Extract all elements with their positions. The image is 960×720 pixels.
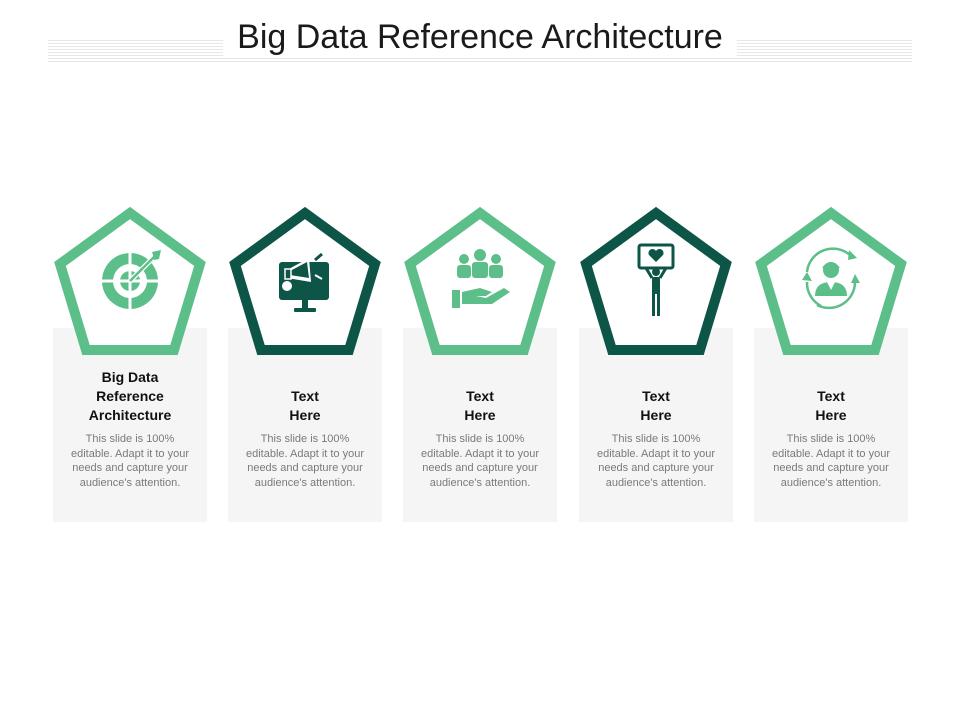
user-cycle-icon	[802, 247, 860, 310]
card-heading: Text Here	[464, 388, 496, 423]
card-body: This slide is 100% editable. Adapt it to…	[245, 433, 365, 489]
card-heading: Text Here	[289, 388, 321, 423]
pentagon-shape	[755, 206, 907, 355]
pentagon-shape	[404, 206, 556, 355]
slide-title: Big Data Reference Architecture	[0, 18, 960, 57]
card-5: Text Here This slide is 100% editable. A…	[754, 328, 908, 522]
card-heading: Text Here	[815, 388, 847, 423]
card-heading: Big Data Reference Architecture	[88, 369, 172, 423]
pentagon-4	[580, 206, 732, 355]
card-3: Text Here This slide is 100% editable. A…	[403, 328, 557, 522]
card-1: Big Data Reference Architecture This sli…	[53, 328, 207, 522]
pentagon-5	[755, 206, 907, 355]
card-4: Text Here This slide is 100% editable. A…	[579, 328, 733, 522]
card-2: Text Here This slide is 100% editable. A…	[228, 328, 382, 522]
person-heart-sign-icon	[637, 243, 675, 316]
card-body: This slide is 100% editable. Adapt it to…	[420, 433, 540, 489]
target-icon	[100, 250, 161, 311]
card-body: This slide is 100% editable. Adapt it to…	[70, 433, 190, 489]
card-body: This slide is 100% editable. Adapt it to…	[771, 433, 891, 489]
pentagon-1	[54, 206, 206, 355]
card-heading: Text Here	[640, 388, 672, 423]
card-body: This slide is 100% editable. Adapt it to…	[596, 433, 716, 489]
team-hand-icon	[452, 249, 510, 308]
pentagon-3	[404, 206, 556, 355]
megaphone-monitor-icon	[279, 252, 329, 312]
pentagon-2	[229, 206, 381, 355]
